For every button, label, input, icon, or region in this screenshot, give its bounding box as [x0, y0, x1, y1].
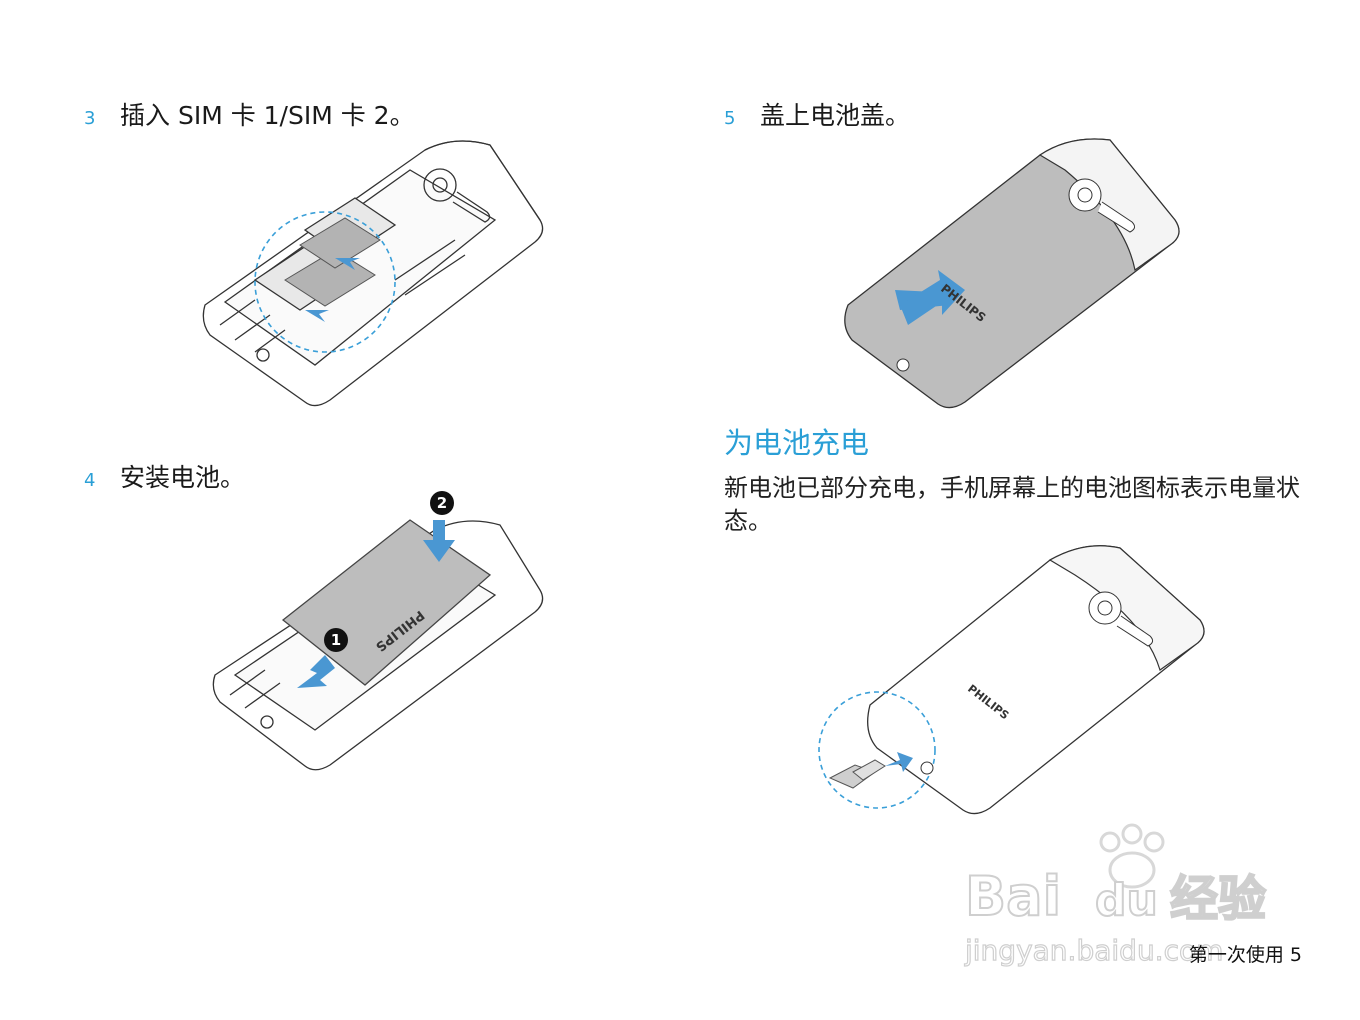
section-title: 为电池充电 [724, 426, 870, 460]
step-5: 5 盖上电池盖。 [724, 96, 910, 132]
battery-install-illustration: PHILIPS 2 1 [212, 491, 544, 771]
step-text: 安装电池。 [120, 463, 246, 492]
callout-1: 1 [331, 631, 341, 649]
step-4: 4 安装电池。 [84, 458, 245, 494]
sim-insert-illustration [202, 140, 544, 407]
callout-2: 2 [437, 494, 447, 512]
watermark-brand: Bai [965, 865, 1061, 928]
step-number: 5 [724, 108, 736, 129]
watermark-brand-2: du [1095, 875, 1158, 926]
step-3: 3 插入 SIM 卡 1/SIM 卡 2。 [84, 96, 415, 132]
watermark-cn: 经验 [1170, 871, 1266, 927]
step-text: 插入 SIM 卡 1/SIM 卡 2。 [120, 101, 415, 130]
watermark-url: jingyan.baidu.com [964, 934, 1223, 967]
step-text: 盖上电池盖。 [760, 101, 911, 130]
step-number: 4 [84, 470, 96, 491]
page-footer: 第一次使用 5 [1188, 944, 1302, 966]
cover-illustration: PHILIPS [844, 138, 1180, 409]
baidu-jingyan-watermark: Bai du 经验 jingyan.baidu.com [963, 823, 1267, 968]
section-body: 新电池已部分充电，手机屏幕上的电池图标表示电量状态。 [724, 474, 1300, 535]
charging-illustration: PHILIPS [818, 545, 1205, 815]
step-number: 3 [84, 108, 96, 129]
